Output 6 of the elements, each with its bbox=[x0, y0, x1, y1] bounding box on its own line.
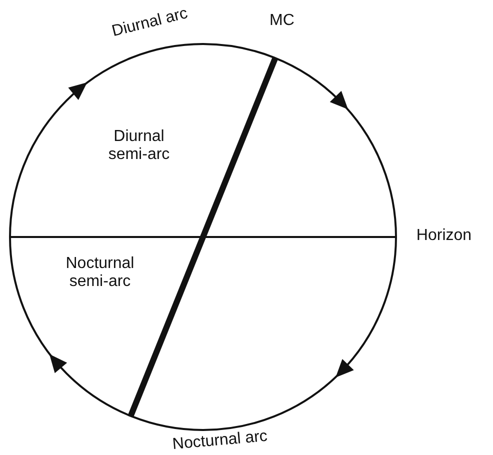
region-label: Nocturnal semi-arc bbox=[64, 255, 136, 292]
line-label: Horizon bbox=[415, 227, 473, 246]
point-label: MC bbox=[268, 12, 296, 30]
arc-label: Diurnal arc bbox=[109, 4, 190, 42]
arc-label: Nocturnal arc bbox=[170, 426, 270, 455]
region-label: Diurnal semi-arc bbox=[107, 128, 171, 165]
